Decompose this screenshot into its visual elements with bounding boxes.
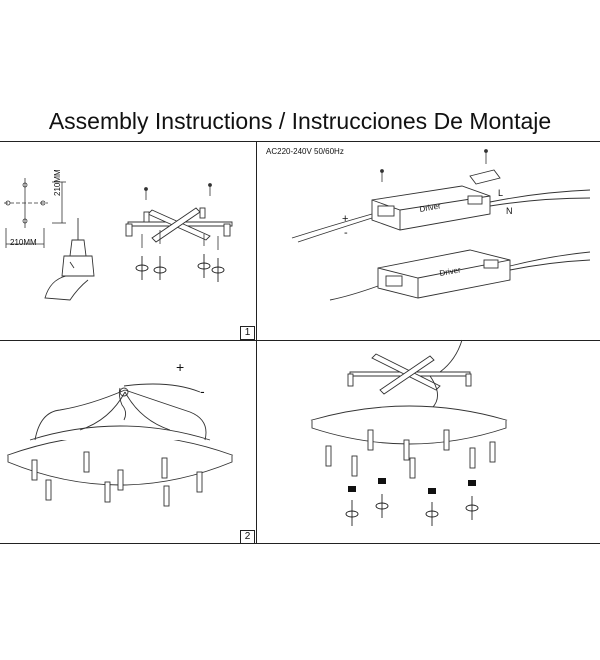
center-divider — [256, 141, 257, 543]
hanging-cables — [429, 339, 463, 409]
rotate-arrow-icon — [135, 254, 225, 282]
page-title: Assembly Instructions / Instrucciones De… — [48, 108, 552, 134]
wire-plus-label: + — [176, 359, 184, 375]
dimension-horizontal: 210MM — [10, 238, 37, 247]
drill-icon — [44, 218, 95, 301]
wire-minus-label: - — [200, 383, 205, 399]
middle-divider — [0, 340, 600, 341]
step-number-2: 2 — [240, 530, 255, 544]
pendant-arms — [34, 383, 207, 441]
canopy-plate-icon — [310, 405, 508, 445]
terminal-cover — [469, 169, 501, 185]
power-spec: AC220-240V 50/60Hz — [266, 147, 344, 156]
driver-box-icon — [371, 185, 491, 231]
pendant-light-icon — [325, 429, 496, 479]
step-number-1: 1 — [240, 326, 255, 340]
driver-cables — [291, 189, 591, 301]
screw-icon — [141, 183, 219, 250]
mounting-bracket-icon — [125, 207, 233, 243]
rotate-arrow-icon — [345, 494, 479, 526]
wire-minus-label: - — [344, 227, 348, 239]
lamp-cap-icon — [348, 478, 476, 494]
screw-icon — [380, 149, 488, 182]
pendant-light-icon — [31, 451, 203, 507]
live-label: L — [498, 188, 503, 198]
wire-plus-label: + — [342, 213, 348, 225]
top-divider — [0, 141, 600, 142]
neutral-label: N — [506, 206, 513, 216]
mounting-bracket-icon — [347, 353, 472, 395]
driver-label-top: Driver — [419, 201, 442, 214]
driver-label-bottom: Driver — [439, 265, 462, 278]
drilling-template — [4, 178, 66, 248]
driver-box-icon — [377, 249, 511, 299]
bottom-divider — [0, 543, 600, 544]
